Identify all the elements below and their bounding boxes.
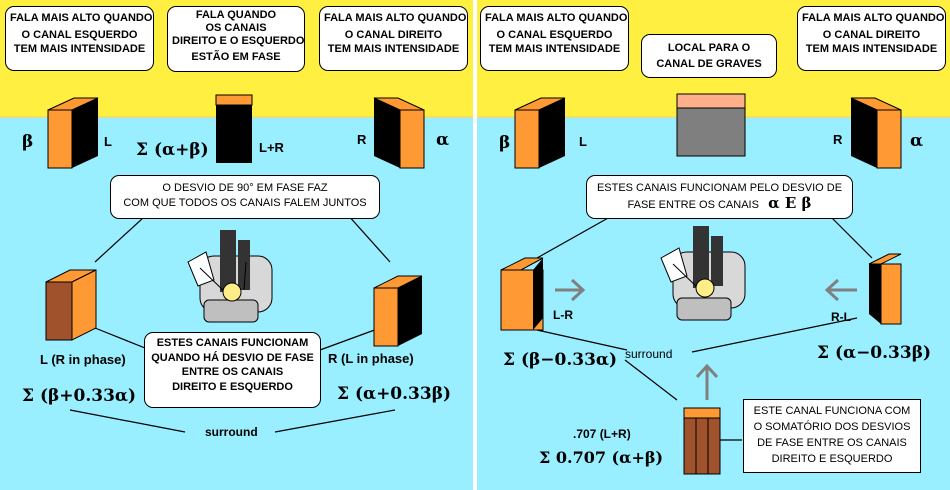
callout-center-channel: FALA QUANDO OS CANAIS DIREITO E O ESQUER…	[167, 6, 305, 72]
callout-text-line: FASE ENTRE OS CANAIS α E β	[591, 196, 848, 213]
callout-text: ESTES CANAIS FUNCIONAM PELO DESVIO DE	[596, 182, 843, 194]
connector-line	[274, 409, 396, 433]
left-panel: FALA MAIS ALTO QUANDO O CANAL ESQUERDO T…	[0, 0, 473, 490]
label-rear-right: R (L in phase)	[328, 351, 414, 366]
callout-text: FALA QUANDO	[195, 9, 277, 21]
rear-left-speaker	[45, 269, 97, 341]
callout-text: FALA MAIS ALTO QUANDO	[802, 12, 945, 24]
callout-text: DIREITO E ESQUERDO	[771, 453, 893, 465]
connector-line	[536, 212, 618, 259]
formula-surround-left: Σ (β−0.33α)	[503, 350, 618, 370]
panel-divider	[473, 0, 477, 490]
callout-left-channel: FALA MAIS ALTO QUANDO O CANAL ESQUERDO T…	[480, 6, 629, 71]
callout-text: FALA MAIS ALTO QUANDO	[10, 12, 153, 24]
alpha-symbol: α	[910, 131, 924, 151]
callout-right-channel: FALA MAIS ALTO QUANDO O CANAL DIREITO TE…	[319, 6, 468, 71]
alpha-symbol: α	[436, 130, 450, 150]
greek-alpha-beta: α E β	[768, 194, 812, 212]
callout-rear-center: ESTE CANAL FUNCIONA COM O SOMATÓRIO DOS …	[743, 399, 921, 473]
callout-text: ENTRE OS CANAIS	[181, 366, 284, 378]
formula-surround-right: Σ (α−0.33β)	[817, 343, 932, 363]
formula-rear-right: Σ (α+0.33β)	[337, 384, 452, 404]
callout-text: OS CANAIS	[205, 22, 267, 34]
callout-text: O SOMATÓRIO DOS DESVIOS	[753, 421, 911, 433]
listener-in-chair	[660, 226, 746, 321]
center-speaker	[215, 94, 253, 163]
callout-text: O CANAL DIREITO	[822, 29, 921, 41]
callout-text: O DESVIO DE 90° EM FASE FAZ	[162, 182, 328, 194]
callout-phase-shift: O DESVIO DE 90° EM FASE FAZ COM QUE TODO…	[110, 175, 380, 219]
right-panel: FALA MAIS ALTO QUANDO O CANAL ESQUERDO T…	[477, 0, 950, 490]
callout-text: FALA MAIS ALTO QUANDO	[485, 12, 628, 24]
callout-text: TEM MAIS INTENSIDADE	[13, 43, 146, 55]
label-surround: surround	[205, 425, 258, 439]
callout-text: DIREITO E O ESQUERDO	[172, 35, 305, 47]
connector-line	[94, 327, 151, 351]
label-left: L	[104, 134, 112, 149]
front-left-speaker	[47, 97, 99, 169]
label-l-minus-r: L-R	[553, 308, 573, 322]
rear-right-speaker	[373, 275, 423, 347]
callout-text: CANAL DE GRAVES	[656, 58, 762, 70]
arrow-up-icon	[695, 363, 719, 400]
label-rear-center: .707 (L+R)	[573, 427, 631, 441]
right-graphics	[500, 93, 902, 475]
callout-subwoofer-location: LOCAL PARA O CANAL DE GRAVES	[641, 34, 777, 78]
surround-right-speaker	[868, 253, 902, 325]
callout-text: TEM MAIS INTENSIDADE	[327, 43, 460, 55]
arrow-left-icon	[824, 278, 857, 302]
callout-text: DIREITO E ESQUERDO	[172, 380, 293, 393]
beta-symbol: β	[22, 132, 34, 152]
arrow-right-icon	[555, 278, 586, 302]
callout-text: O CANAL ESQUERDO	[21, 29, 138, 41]
front-left-speaker	[514, 97, 566, 169]
callout-text: ESTÃO EM FASE	[191, 51, 281, 63]
connector-line	[69, 409, 186, 433]
front-right-speaker	[850, 97, 902, 169]
callout-text: TEM MAIS INTENSIDADE	[805, 43, 938, 55]
formula-rear-center: Σ 0.707 (α+β)	[539, 448, 664, 467]
surround-left-speaker	[500, 257, 544, 331]
connector-line	[691, 317, 858, 353]
callout-text: ESTES CANAIS FUNCIONAM	[156, 337, 309, 349]
connector-line	[826, 212, 873, 259]
beta-symbol: β	[499, 133, 511, 153]
callout-text: FASE ENTRE OS CANAIS	[627, 199, 759, 211]
callout-right-channel: FALA MAIS ALTO QUANDO O CANAL DIREITO TE…	[797, 6, 946, 71]
label-right: R	[833, 132, 843, 147]
callout-text: ESTE CANAL FUNCIONA COM	[753, 405, 911, 417]
callout-text: FALA MAIS ALTO QUANDO	[324, 12, 467, 24]
callout-text: DE FASE ENTRE OS CANAIS	[757, 437, 907, 449]
label-rear-left: L (R in phase)	[40, 352, 126, 367]
callout-text: O CANAL ESQUERDO	[496, 29, 613, 41]
front-right-speaker	[373, 97, 425, 169]
formula-center: Σ (α+β)	[136, 140, 209, 160]
callout-text: LOCAL PARA O	[667, 42, 751, 54]
rear-center-speaker	[683, 407, 721, 475]
left-graphics	[45, 94, 425, 433]
subwoofer	[676, 93, 746, 157]
label-r-minus-l: R-L	[831, 310, 851, 324]
label-l-plus-r: L+R	[259, 140, 284, 155]
callout-phase-shift: ESTES CANAIS FUNCIONAM PELO DESVIO DE FA…	[586, 175, 853, 219]
listener-in-chair	[187, 230, 273, 323]
label-right: R	[357, 132, 367, 147]
callout-left-channel: FALA MAIS ALTO QUANDO O CANAL ESQUERDO T…	[5, 6, 154, 71]
connector-line	[624, 359, 678, 401]
label-surround: surround	[625, 347, 673, 361]
formula-rear-left: Σ (β+0.33α)	[22, 386, 137, 406]
connector-line	[319, 327, 381, 351]
callout-text: O CANAL DIREITO	[344, 29, 443, 41]
label-left: L	[579, 134, 587, 149]
callout-text: QUANDO HÁ DESVIO DE FASE	[151, 351, 314, 364]
callout-text: TEM MAIS INTENSIDADE	[488, 43, 621, 55]
callout-text: COM QUE TODOS OS CANAIS FALEM JUNTOS	[123, 197, 367, 209]
callout-surround-channels: ESTES CANAIS FUNCIONAM QUANDO HÁ DESVIO …	[144, 332, 321, 408]
connector-line	[536, 329, 628, 351]
